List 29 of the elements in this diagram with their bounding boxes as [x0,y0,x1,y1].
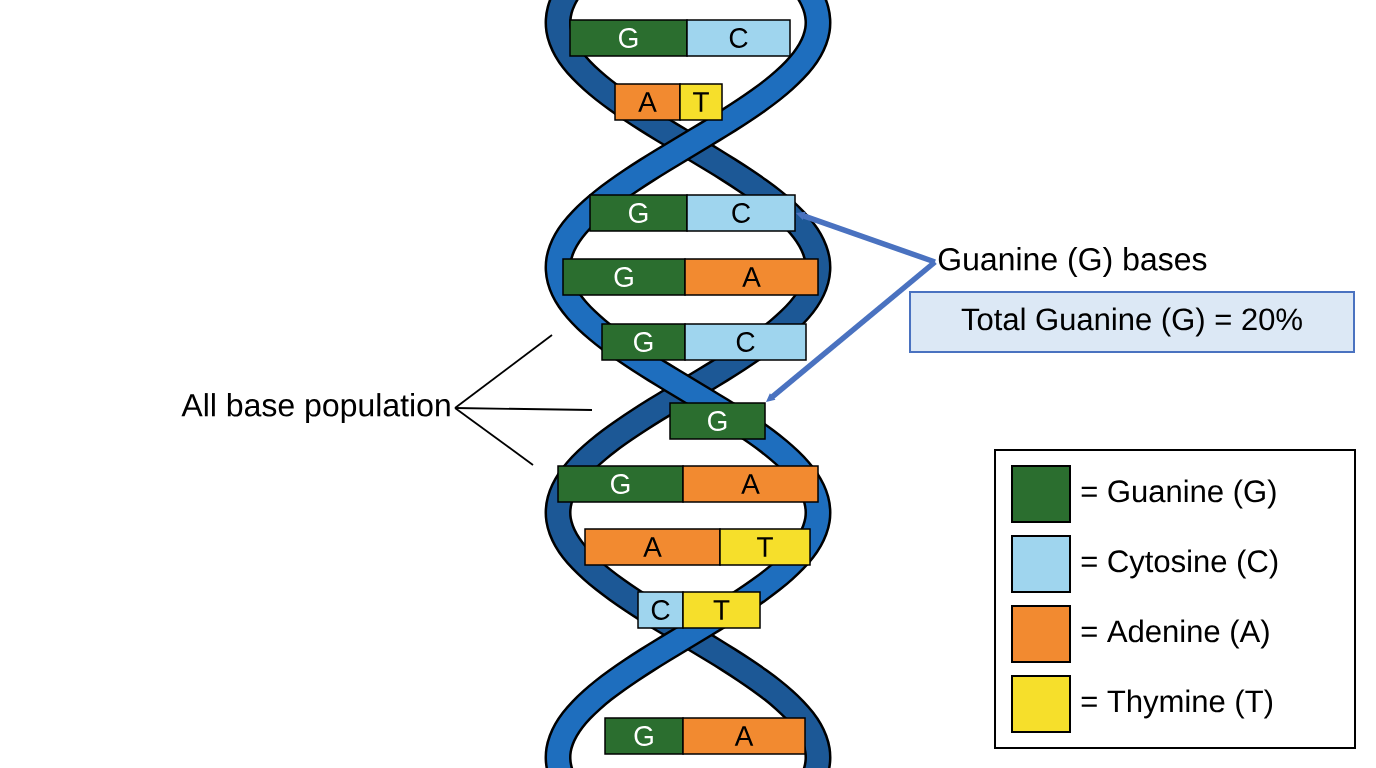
base-block: G [669,402,766,440]
base-block: G [604,717,684,755]
base-block: T [719,528,811,566]
base-block: A [682,717,806,755]
base-block: G [557,465,684,503]
base-block: G [601,323,686,361]
base-block: A [614,83,681,121]
base-block: G [569,19,688,57]
base-block: G [589,194,688,232]
callout-text: All base population [181,393,450,423]
base-block: C [637,591,684,629]
base-block: G [562,258,686,296]
base-block: A [682,465,819,503]
result-box: Total Guanine (G) = 20% [909,291,1355,353]
legend-text: = Thymine (T) [1081,689,1273,719]
base-block: A [684,258,819,296]
leader-line [454,407,593,411]
base-block: T [679,83,723,121]
leader-line [454,407,534,466]
legend-text: = Cytosine (C) [1081,549,1278,579]
legend-text: = Adenine (A) [1081,619,1269,649]
leader-line [454,334,553,409]
base-block: C [684,323,807,361]
base-block: T [682,591,761,629]
base-block: C [686,19,791,57]
base-block: C [686,194,796,232]
legend-text: = Guanine (G) [1081,479,1276,509]
callout-text: Guanine (G) bases [938,247,1207,277]
base-block: A [584,528,721,566]
